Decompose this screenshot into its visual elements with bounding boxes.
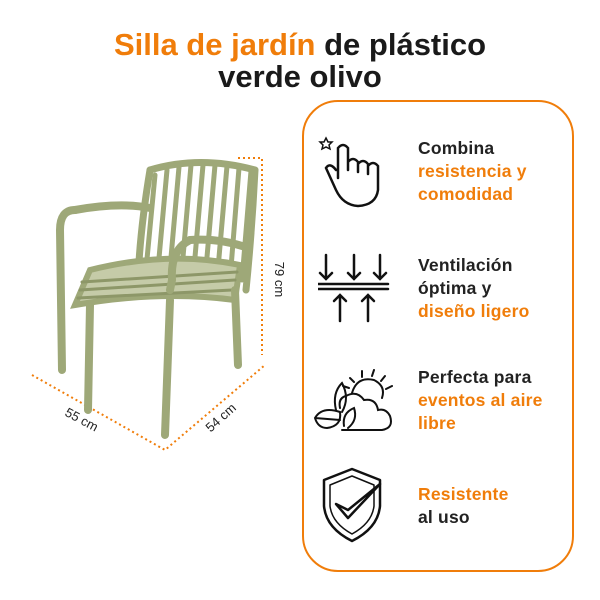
title-line-2: verde olivo: [218, 59, 382, 94]
title-accent: Silla de jardín: [113, 27, 316, 62]
feature-line: resistencia y: [418, 161, 527, 181]
feature-line: diseño ligero: [418, 301, 530, 321]
touch-hand-icon: [318, 136, 380, 208]
feature-line: Combina: [418, 138, 495, 158]
feature-line: libre: [418, 413, 456, 433]
feature-outdoor: Perfecta para eventos al aire libre: [418, 366, 543, 435]
title-rest: de plástico: [315, 27, 487, 62]
feature-ventilation: Ventilación óptima y diseño ligero: [418, 254, 530, 323]
features-panel: [302, 100, 574, 572]
feature-line: Perfecta para: [418, 367, 532, 387]
chair-image: [31, 157, 266, 452]
feature-line: eventos al aire: [418, 390, 543, 410]
feature-durable: Resistente al uso: [418, 483, 509, 529]
feature-line: comodidad: [418, 184, 514, 204]
height-dimension: 79 cm: [272, 261, 288, 298]
feature-line: Ventilación: [418, 255, 513, 275]
feature-comfort: Combina resistencia y comodidad: [418, 137, 527, 206]
feature-line: al uso: [418, 507, 470, 527]
shield-check-icon: [322, 467, 382, 543]
sun-cloud-leaf-icon: [313, 369, 393, 431]
ventilation-arrows-icon: [318, 253, 390, 323]
feature-line: óptima y: [418, 278, 492, 298]
feature-line: Resistente: [418, 484, 509, 504]
title-line-1: Silla de jardín de plástico: [0, 28, 600, 62]
